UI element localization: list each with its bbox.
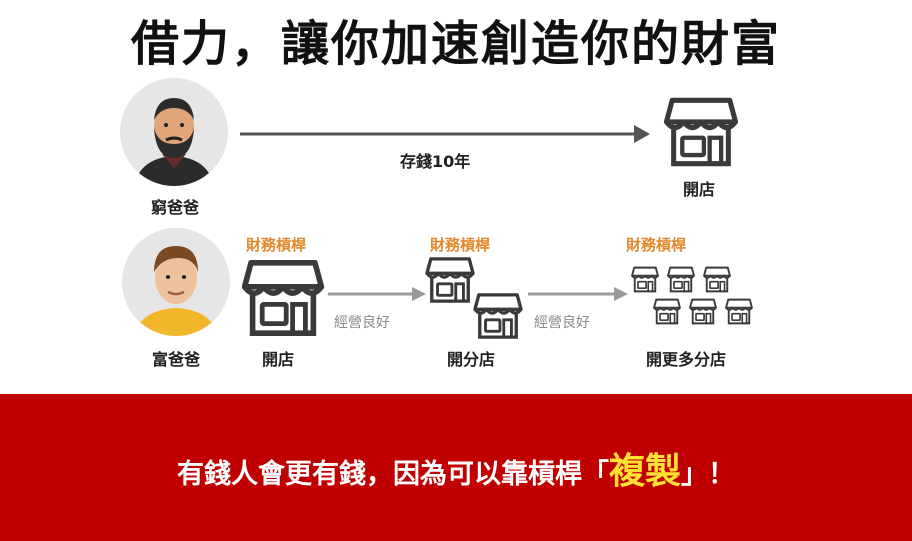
store-icon — [688, 298, 718, 325]
banner-text-before: 有錢人會更有錢，因為可以靠槓桿「 — [176, 459, 609, 490]
store-icon — [630, 266, 660, 293]
poor-dad-label: 窮爸爸 — [151, 198, 200, 217]
arrow-right-icon — [240, 122, 652, 146]
stage3-label: 開更多分店 — [646, 350, 727, 369]
store-icon — [240, 258, 326, 338]
poor-arrow-label: 存錢10年 — [400, 152, 471, 171]
store-icon — [652, 298, 682, 325]
rich-dad-label: 富爸爸 — [152, 350, 201, 369]
leverage-label-3: 財務槓桿 — [626, 236, 687, 254]
arrow-right-icon — [328, 286, 428, 302]
banner-text: 有錢人會更有錢，因為可以靠槓桿「複製」！ — [0, 442, 912, 494]
business-good-label-2: 經營良好 — [534, 315, 590, 331]
store-icon — [724, 298, 754, 325]
store-icon — [472, 292, 524, 340]
leverage-label-1: 財務槓桿 — [246, 236, 307, 254]
store-icon — [424, 256, 476, 304]
store-icon — [702, 266, 732, 293]
poor-dad-avatar — [120, 78, 228, 186]
store-icon — [660, 96, 742, 168]
business-good-label-1: 經營良好 — [334, 315, 390, 331]
leverage-label-2: 財務槓桿 — [430, 236, 491, 254]
store-icon — [666, 266, 696, 293]
bottom-banner — [0, 394, 912, 541]
page-title: 借力，讓你加速創造你的財富 — [130, 16, 781, 72]
arrow-right-icon — [528, 286, 630, 302]
stage1-label: 開店 — [262, 350, 295, 369]
stage2-label: 開分店 — [447, 350, 496, 369]
banner-text-after: 」！ — [681, 459, 735, 490]
rich-dad-avatar — [122, 228, 230, 336]
poor-store-label: 開店 — [683, 180, 716, 199]
banner-highlight: 複製 — [608, 451, 681, 492]
